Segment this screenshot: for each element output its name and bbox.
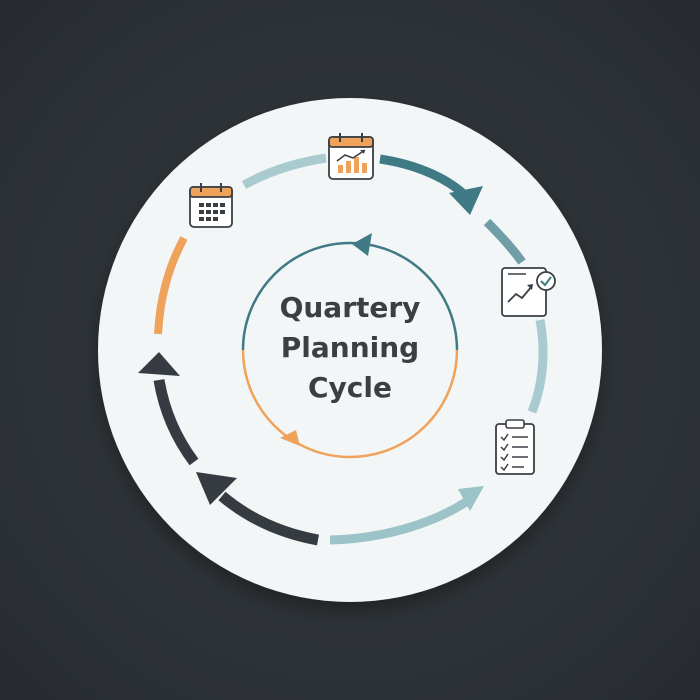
arc-right-middle: [527, 319, 548, 414]
inner-arrowhead-teal: [352, 233, 372, 256]
arrowhead-left: [138, 352, 180, 376]
outer-cycle-arrows: [153, 153, 548, 546]
title-line-3: Cycle: [308, 371, 392, 404]
arc-left-orange: [154, 236, 188, 335]
arc-right-upper: [483, 218, 526, 265]
outer-arrowheads: [138, 186, 484, 511]
arc-left: [153, 379, 199, 466]
trend-chart-check-icon: [501, 267, 556, 317]
arc-bottom-left: [218, 491, 319, 546]
arc-bottom-right: [329, 498, 469, 545]
calendar-chart-icon: [328, 133, 374, 180]
inner-arc-orange: [241, 349, 459, 459]
title-line-1: Quartery: [279, 291, 421, 324]
checklist-clipboard-icon: [495, 419, 535, 475]
inner-arrowhead-orange: [280, 430, 300, 446]
arc-top-left: [241, 153, 327, 189]
arrowhead-bottom-right: [458, 486, 484, 511]
inner-cycle: [241, 233, 459, 459]
diagram-title: Quartery Planning Cycle: [250, 288, 450, 408]
arrowhead-top-right: [449, 186, 483, 215]
inner-arc-teal: [241, 241, 459, 351]
arrowhead-bottom-left: [196, 472, 237, 505]
title-line-2: Planning: [280, 331, 420, 364]
calendar-grid-icon: [189, 183, 233, 228]
